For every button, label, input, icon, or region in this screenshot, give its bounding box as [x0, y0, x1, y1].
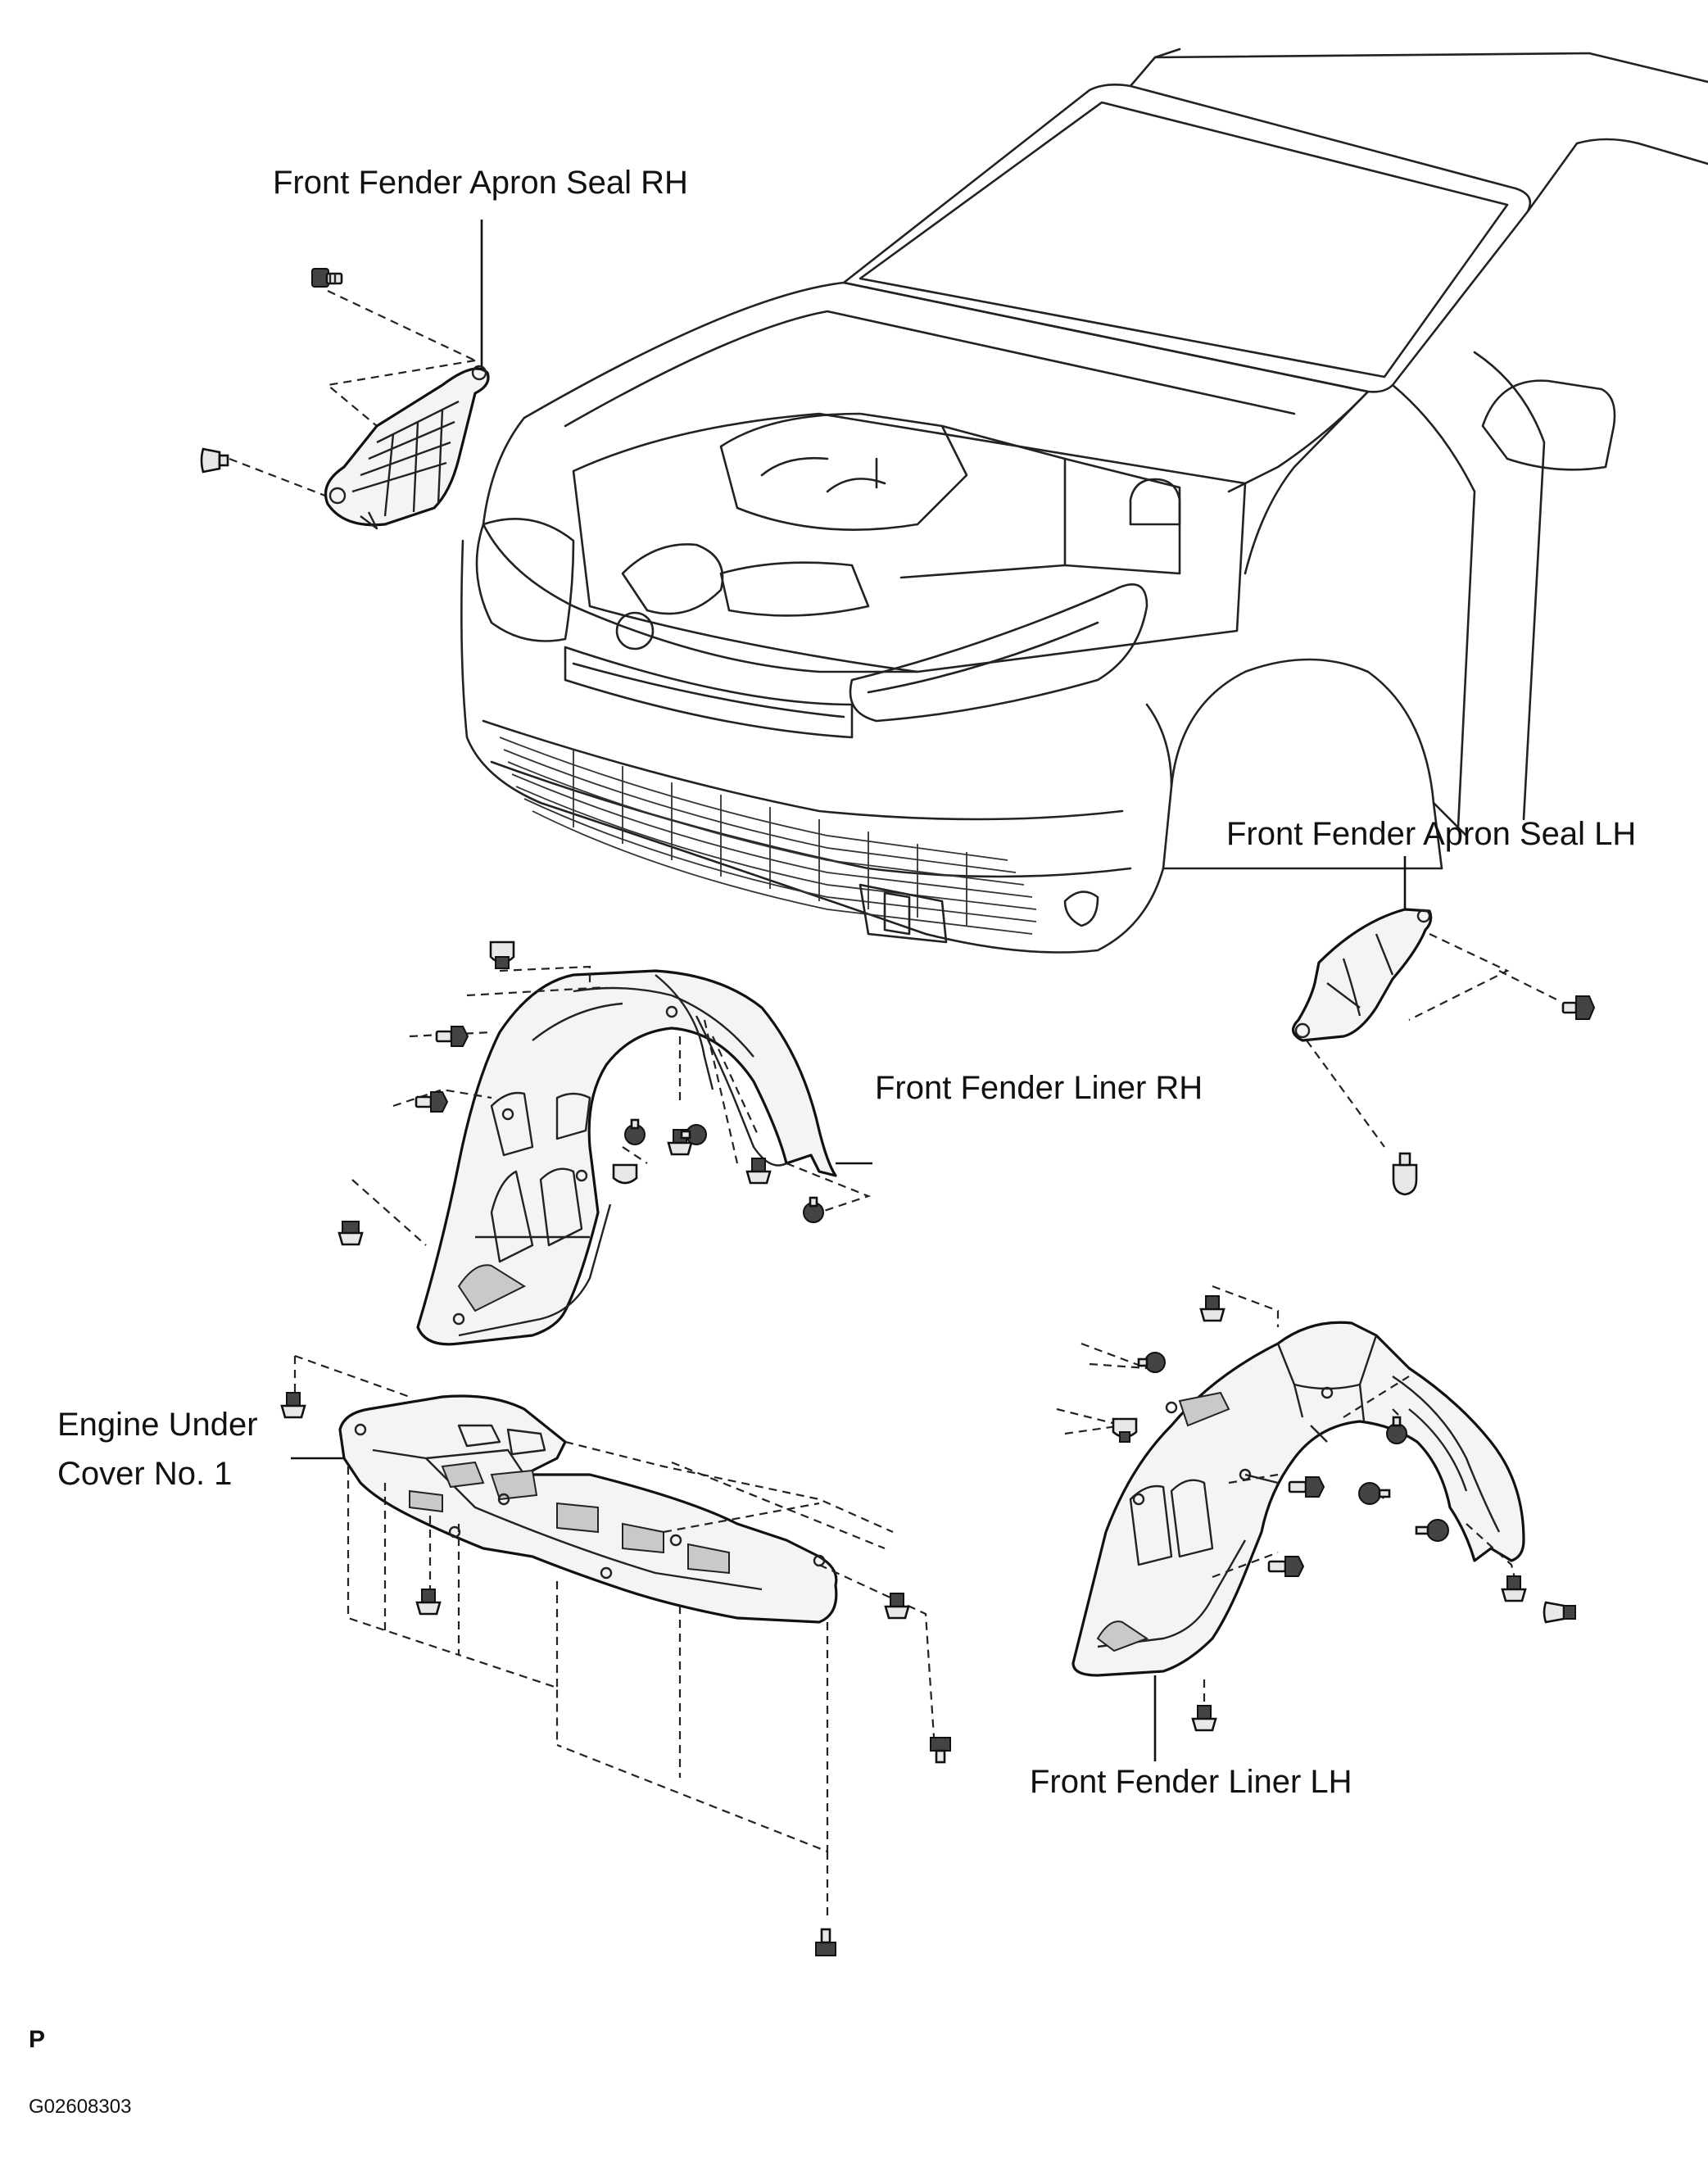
clip-bolt — [930, 1737, 951, 1764]
clip-bolt — [1267, 1556, 1305, 1577]
clip-push — [489, 940, 515, 969]
clip-push — [1543, 1601, 1576, 1624]
clip-bolt — [680, 1124, 707, 1145]
clip-bolt — [311, 268, 343, 288]
label-apron-seal-lh: Front Fender Apron Seal LH — [1226, 816, 1637, 852]
label-liner-rh: Front Fender Liner RH — [875, 1070, 1203, 1106]
clip-bolt — [624, 1118, 646, 1145]
clip-push — [884, 1593, 910, 1620]
clip-bolt — [803, 1196, 824, 1223]
fender-liner-rh-part — [351, 965, 872, 1346]
fender-liner-lh-part — [1056, 1285, 1525, 1712]
clip-bolt — [1415, 1519, 1449, 1542]
apron-seal-lh-part — [1292, 856, 1557, 1148]
label-liner-lh: Front Fender Liner LH — [1030, 1764, 1352, 1800]
clip-push — [200, 447, 229, 474]
clip-push — [1191, 1705, 1217, 1732]
clip-push — [1501, 1575, 1527, 1602]
footer-letter: P — [29, 2026, 46, 2053]
clip-push — [745, 1158, 772, 1185]
clip-bolt — [1137, 1352, 1166, 1373]
clip-bolt — [815, 1928, 836, 1956]
clip-bolt — [1358, 1482, 1391, 1505]
under-cover-guide-lines — [293, 1354, 936, 1917]
clip-bolt — [1288, 1476, 1325, 1498]
label-under-cover-line1: Engine Under — [57, 1407, 258, 1443]
clip-bolt — [415, 1091, 449, 1113]
clip-push — [1199, 1295, 1226, 1322]
clip-bolt — [1386, 1416, 1407, 1444]
label-apron-seal-rh: Front Fender Apron Seal RH — [273, 165, 688, 201]
clip-push — [612, 1163, 638, 1185]
engine-under-cover-part — [338, 1394, 838, 1624]
clip-push — [338, 1221, 364, 1246]
clip-push — [1392, 1152, 1418, 1196]
clip-push — [1112, 1417, 1138, 1443]
label-under-cover-line2: Cover No. 1 — [57, 1456, 233, 1492]
clip-bolt — [435, 1026, 469, 1047]
footer-figure-code: G02608303 — [29, 2096, 132, 2118]
vehicle-front-body — [460, 48, 1708, 954]
clip-push — [667, 1129, 693, 1156]
clip-push — [415, 1589, 442, 1616]
apron-seal-rh-part — [229, 220, 490, 530]
clip-push — [280, 1392, 306, 1419]
clip-bolt — [1561, 995, 1596, 1020]
